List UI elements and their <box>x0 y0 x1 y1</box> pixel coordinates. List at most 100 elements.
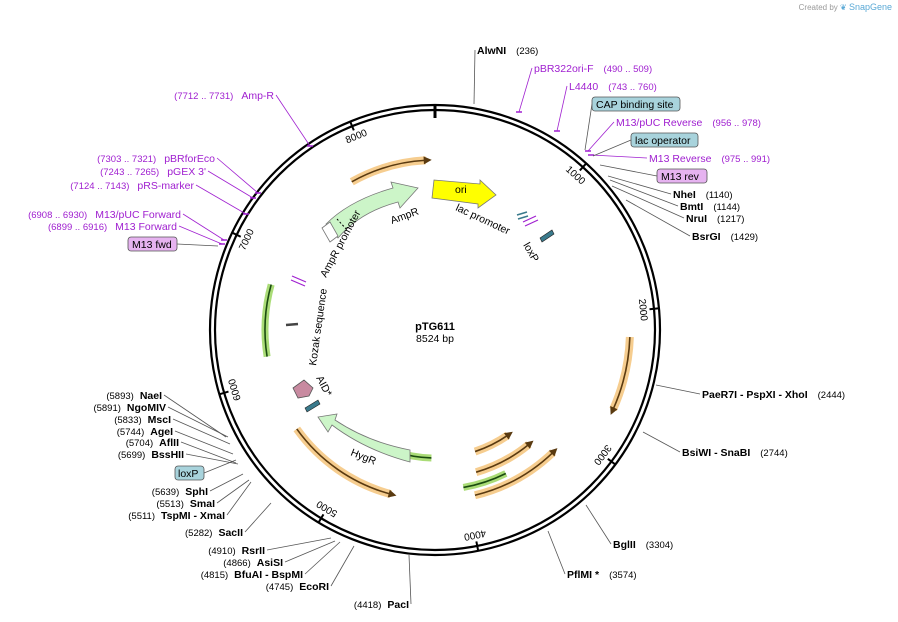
enzyme-name: SacII <box>218 527 243 539</box>
loxp-marker-top <box>539 229 555 243</box>
tick-label-4000: 4000 <box>463 527 487 542</box>
enzyme-label-agei: (5744) AgeI <box>117 426 173 438</box>
enzyme-label-bsrgi: BsrGI(1429) <box>692 231 758 243</box>
tick-label-7000: 7000 <box>237 227 257 252</box>
primer-marks-top <box>522 215 539 227</box>
enzyme-name: BssHII <box>151 449 184 461</box>
enzyme-label-ecori: (4745) EcoRI <box>266 581 329 593</box>
primer-name: pBRforEco <box>164 153 215 165</box>
leader-nrui <box>611 185 685 219</box>
plasmid-length: 8524 bp <box>416 333 454 345</box>
primer-label-m13-puc-reverse: M13/pUC Reverse(956 .. 978) <box>616 117 761 129</box>
primer-label-prs-marker: (7124 .. 7143)pRS-marker <box>70 180 194 192</box>
enzyme-label-rsrii: (4910) RsrII <box>208 545 265 557</box>
enzyme-name: PacI <box>387 599 409 611</box>
enzyme-label-bglii: BglII(3304) <box>613 539 673 551</box>
orf-top-left <box>351 159 426 183</box>
lac-promoter-label: lac promoter <box>454 202 512 238</box>
leader-paci <box>408 554 412 605</box>
enzyme-label-pflmi: PflMI *(3574) <box>567 569 637 581</box>
snapgene-credit: Created by ❦ SnapGene <box>799 2 892 12</box>
primer-range: (6908 .. 6930) <box>28 210 87 221</box>
enzyme-position: (236) <box>516 46 538 57</box>
tick-7000 <box>231 231 242 238</box>
box-leader-1 <box>592 139 632 157</box>
enzyme-position: (2744) <box>760 448 787 459</box>
enzyme-position: (5699) <box>118 450 145 461</box>
orf-right <box>612 337 631 410</box>
enzyme-position: (4745) <box>266 582 293 593</box>
aid-arrow <box>292 379 314 399</box>
primer-name: Amp-R <box>241 90 274 102</box>
orf-top-left-head <box>423 156 432 165</box>
enzyme-position: (4815) <box>201 570 228 581</box>
m13-fwd-box: M13 fwd <box>127 236 178 252</box>
enzyme-label-smai: (5513) SmaI <box>156 498 215 510</box>
kozak-marker <box>285 322 299 327</box>
ampr-promoter-arrow <box>321 221 339 243</box>
leader-sphi <box>209 473 244 492</box>
box-leader-4 <box>203 459 237 474</box>
hygr-label: HygR <box>349 447 378 468</box>
tick-2000 <box>649 307 660 311</box>
orf-bottom-left <box>296 428 391 495</box>
enzyme-name: PflMI * <box>567 569 600 581</box>
enzyme-name: BmtI <box>680 201 703 213</box>
enzyme-position: (5513) <box>156 499 183 510</box>
tick-4000 <box>475 541 480 552</box>
enzyme-name: NheI <box>673 189 696 201</box>
enzyme-position: (5893) <box>106 391 133 402</box>
boxed-labels: CAP binding site lac operator M13 rev M1… <box>127 96 708 481</box>
lac-operator-label: lac operator <box>635 135 691 147</box>
green-arc-bottom <box>463 472 507 489</box>
tick-3000 <box>607 457 617 466</box>
tick-label-8000: 8000 <box>344 128 369 147</box>
tick-5000 <box>317 513 325 524</box>
enzyme-name: BsrGI <box>692 231 721 243</box>
enzyme-label-aflii: (5704)AflII <box>126 437 179 449</box>
enzyme-name: AgeI <box>150 426 173 438</box>
enzyme-position: (5704) <box>126 438 153 449</box>
leader-nhei <box>607 175 672 195</box>
loxp-box-label: loxP <box>178 468 198 480</box>
enzyme-label-sacii: (5282)SacII <box>185 527 243 539</box>
enzyme-label-bsshii: (5699) BssHII <box>118 449 184 461</box>
leader-pgex3 <box>207 170 254 199</box>
enzyme-position: (5744) <box>117 427 144 438</box>
enzyme-label-naei: (5893) NaeI <box>106 390 162 402</box>
primer-labels: pBR322ori-F(490 .. 509)L4440(743 .. 760)… <box>28 63 770 233</box>
cap-binding-site-label: CAP binding site <box>596 99 674 111</box>
leader-m13-puc-reverse <box>587 121 615 152</box>
kozak-label: Kozak sequence <box>307 288 330 367</box>
feature-arrows <box>285 179 555 463</box>
primer-name: M13 Reverse <box>649 153 712 165</box>
primer-range: (7243 .. 7265) <box>100 167 159 178</box>
orf-bottom-left-head <box>387 489 397 498</box>
primer-name: pBR322ori-F <box>534 63 594 75</box>
box-leader-0 <box>584 103 593 151</box>
ori-arrow <box>431 179 497 209</box>
tick-8000 <box>349 120 355 131</box>
orf-arcs <box>261 156 634 500</box>
enzyme-name: RsrII <box>242 545 265 557</box>
enzyme-name: NaeI <box>140 390 162 402</box>
enzyme-name: EcoRI <box>299 581 329 593</box>
enzyme-name: NruI <box>686 213 707 225</box>
primer-name: pRS-marker <box>137 180 194 192</box>
primer-label-l4440: L4440(743 .. 760) <box>569 81 657 93</box>
orf-bottom-right-1 <box>474 451 554 497</box>
enzyme-labels: AlwNI(236)NheI(1140)BmtI(1144)NruI(1217)… <box>93 45 845 611</box>
enzyme-name: SmaI <box>190 498 215 510</box>
enzyme-position: (5639) <box>152 487 179 498</box>
enzyme-position: (5891) <box>93 403 120 414</box>
enzyme-label-alwni: AlwNI (236) <box>477 45 538 57</box>
primer-name: L4440 <box>569 81 598 93</box>
ori-label: ori <box>455 184 467 196</box>
leader-aflii <box>180 441 237 464</box>
enzyme-name: BsiWI - SnaBI <box>682 447 750 459</box>
orf-right-head <box>610 405 618 415</box>
orf-bottom-left-glow <box>293 426 392 498</box>
leader-m13-forward <box>178 225 223 245</box>
enzyme-name: AlwNI <box>477 45 506 57</box>
enzyme-position: (4910) <box>208 546 235 557</box>
